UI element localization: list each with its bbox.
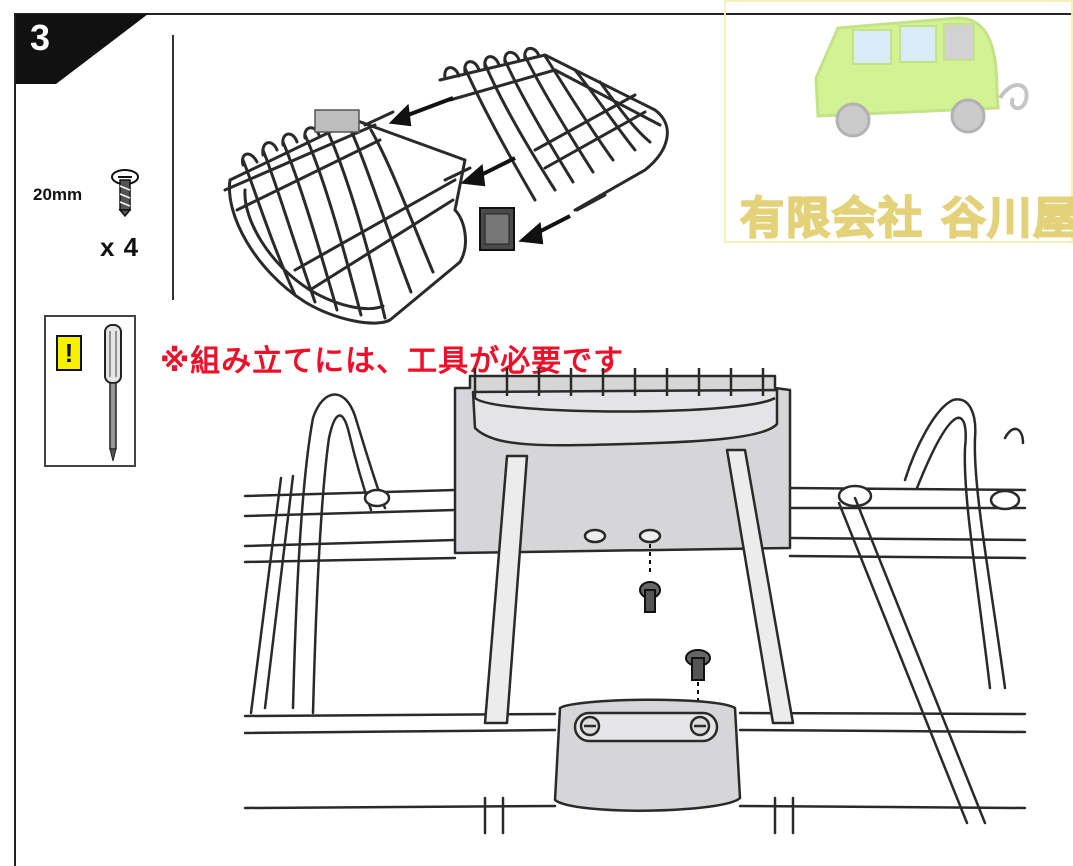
assembly-illustration <box>243 368 1027 835</box>
tool-required-note: ※組み立てには、工具が必要です <box>160 344 625 379</box>
screw-quantity: x 4 <box>100 232 140 262</box>
step-frame <box>14 13 1073 866</box>
step-badge <box>16 14 148 84</box>
step-number: 3 <box>30 17 51 58</box>
divider-line <box>172 35 174 300</box>
tool-warning-box: ! <box>44 315 136 467</box>
van-icon <box>814 16 1029 138</box>
basket-exploded-illustration <box>223 46 669 325</box>
warning-icon: ! <box>56 335 82 371</box>
screw-icon <box>111 169 139 218</box>
watermark-company-name: 有限会社 谷川屋 <box>739 192 1073 245</box>
screw-length-label: 20mm <box>33 185 83 204</box>
screwdriver-icon <box>104 324 122 462</box>
watermark-frame <box>724 0 1073 243</box>
